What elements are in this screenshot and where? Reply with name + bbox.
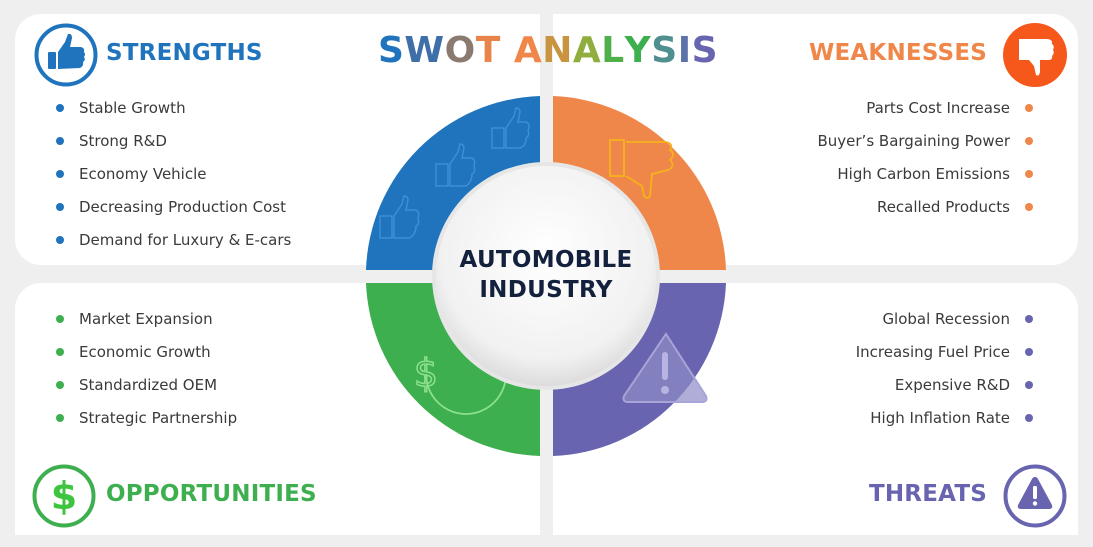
- bullet-dot-icon: [56, 235, 64, 244]
- weaknesses-item-label: Parts Cost Increase: [866, 98, 1010, 117]
- bullet-dot-icon: [56, 380, 64, 389]
- bullet-dot-icon: [1025, 202, 1033, 211]
- bullet-dot-icon: [1025, 169, 1033, 178]
- strengths-item: Stable Growth: [56, 91, 291, 124]
- opportunities-item-label: Standardized OEM: [79, 375, 218, 394]
- center-line-2: INDUSTRY: [479, 277, 613, 303]
- opportunities-item-label: Economic Growth: [79, 342, 211, 361]
- threats-item-label: High Inflation Rate: [870, 408, 1010, 427]
- thumbs-down-outline-icon: [609, 139, 674, 199]
- bullet-dot-icon: [56, 413, 64, 422]
- bullet-dot-icon: [56, 314, 64, 323]
- threats-item: High Inflation Rate: [856, 401, 1033, 434]
- bullet-dot-icon: [1025, 103, 1033, 112]
- bullet-dot-icon: [1025, 314, 1033, 323]
- bullet-dot-icon: [56, 202, 64, 211]
- title-letter: T: [475, 30, 501, 71]
- weaknesses-item: Buyer’s Bargaining Power: [817, 124, 1033, 157]
- dollar-outline-icon: $: [413, 330, 507, 415]
- title-letter: S: [377, 30, 405, 71]
- weaknesses-item-label: Buyer’s Bargaining Power: [817, 131, 1010, 150]
- threats-item-label: Expensive R&D: [894, 375, 1010, 394]
- svg-text:$: $: [51, 474, 77, 518]
- dollar-icon: $: [32, 464, 96, 528]
- title-letter: I: [677, 30, 692, 71]
- strengths-item: Decreasing Production Cost: [56, 190, 291, 223]
- title-letter: [501, 30, 514, 71]
- threats-item-label: Global Recession: [882, 309, 1010, 328]
- opportunities-item: Economic Growth: [56, 335, 237, 368]
- opportunities-heading: OPPORTUNITIES: [106, 481, 317, 507]
- title-letter: S: [651, 30, 678, 71]
- bullet-dot-icon: [1025, 413, 1033, 422]
- opportunities-item-label: Strategic Partnership: [79, 408, 238, 427]
- svg-text:$: $: [414, 351, 438, 395]
- title-letter: L: [601, 30, 625, 71]
- threats-heading: THREATS: [868, 481, 987, 507]
- threats-item-label: Increasing Fuel Price: [855, 342, 1010, 361]
- bullet-dot-icon: [56, 347, 64, 356]
- weaknesses-item-label: High Carbon Emissions: [837, 164, 1010, 183]
- weaknesses-item-label: Recalled Products: [876, 197, 1010, 216]
- weaknesses-heading: WEAKNESSES: [808, 40, 987, 66]
- warning-icon: [1003, 464, 1067, 528]
- strengths-item-label: Demand for Luxury & E-cars: [79, 230, 292, 249]
- center-line-1: AUTOMOBILE: [459, 247, 633, 273]
- thumbs-up-icon: [34, 23, 98, 87]
- thumbs-up-outline-icons: [379, 107, 530, 239]
- strengths-item: Demand for Luxury & E-cars: [56, 223, 291, 256]
- opportunities-item-label: Market Expansion: [79, 309, 213, 328]
- weaknesses-item: Parts Cost Increase: [817, 91, 1033, 124]
- bullet-dot-icon: [56, 169, 64, 178]
- bullet-dot-icon: [1025, 347, 1033, 356]
- bullet-dot-icon: [1025, 380, 1033, 389]
- threats-item: Increasing Fuel Price: [856, 335, 1033, 368]
- strengths-item-label: Decreasing Production Cost: [79, 197, 286, 216]
- title-letter: A: [572, 30, 602, 71]
- threats-item: Expensive R&D: [856, 368, 1033, 401]
- strengths-item: Economy Vehicle: [56, 157, 291, 190]
- weaknesses-item: High Carbon Emissions: [817, 157, 1033, 190]
- bullet-dot-icon: [56, 136, 64, 145]
- thumbs-down-icon: [1003, 23, 1067, 87]
- swot-wheel: $: [366, 96, 726, 456]
- bullet-dot-icon: [56, 103, 64, 112]
- swot-analysis-title: SWOT ANALYSIS: [368, 30, 728, 71]
- threats-item: Global Recession: [856, 302, 1033, 335]
- title-letter: N: [542, 30, 573, 71]
- strengths-item: Strong R&D: [56, 124, 291, 157]
- title-letter: Y: [624, 30, 652, 71]
- bullet-dot-icon: [1025, 136, 1033, 145]
- strengths-item-label: Strong R&D: [79, 131, 167, 150]
- strengths-item-label: Economy Vehicle: [79, 164, 207, 183]
- opportunities-item: Standardized OEM: [56, 368, 237, 401]
- title-letter: W: [404, 30, 445, 71]
- strengths-heading: STRENGTHS: [106, 40, 263, 66]
- center-label: AUTOMOBILE INDUSTRY: [434, 245, 658, 305]
- title-letter: A: [513, 30, 543, 71]
- warning-outline-icon: [622, 332, 708, 403]
- strengths-item-label: Stable Growth: [79, 98, 186, 117]
- title-letter: O: [444, 30, 476, 71]
- title-letter: S: [691, 30, 719, 71]
- weaknesses-item: Recalled Products: [817, 190, 1033, 223]
- opportunities-item: Strategic Partnership: [56, 401, 237, 434]
- opportunities-item: Market Expansion: [56, 302, 237, 335]
